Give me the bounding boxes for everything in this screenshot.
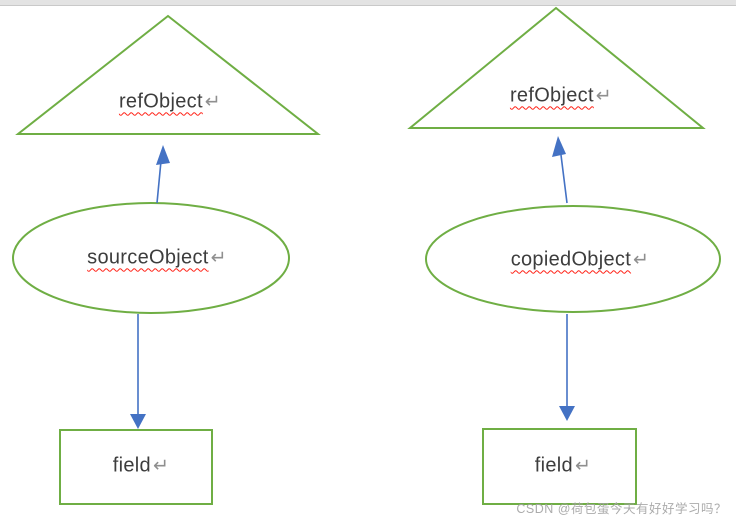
right-rect-label-text: field [534,454,573,477]
right-field-rectangle [482,428,637,505]
document-top-edge [0,0,736,6]
right-down-arrow-head [559,406,575,421]
line-break-mark-icon: ↵ [633,249,650,271]
right-ellipse-label: copiedObject↵ [511,249,650,272]
right-up-arrow-line [560,154,568,204]
line-break-mark-icon: ↵ [595,85,613,107]
left-rect-label: field↵ [113,455,169,478]
left-triangle-label-text: refObject [118,90,203,113]
right-up-arrow-head [552,136,566,157]
right-triangle-label-text: refObject [509,84,594,107]
left-up-arrow-line [156,160,162,204]
right-copiedobject-ellipse [425,205,721,313]
left-refobject-triangle [15,14,321,135]
left-up-arrow-head [156,145,170,165]
left-triangle-label: refObject↵ [119,91,221,114]
line-break-mark-icon: ↵ [210,247,227,269]
left-down-arrow-head [130,414,146,429]
line-break-mark-icon: ↵ [204,91,222,113]
right-rect-label: field↵ [535,455,591,478]
right-triangle-label: refObject↵ [510,85,612,108]
left-ellipse-label: sourceObject↵ [87,247,227,270]
line-break-mark-icon: ↵ [152,455,170,477]
line-break-mark-icon: ↵ [574,455,592,477]
csdn-watermark: CSDN @荷包蛋今天有好好学习吗？ [516,502,727,516]
left-rect-label-text: field [112,454,151,477]
right-refobject-triangle [407,6,706,129]
left-ellipse-label-text: sourceObject [87,246,209,269]
left-field-rectangle [59,429,213,505]
left-sourceobject-ellipse [12,202,290,314]
right-ellipse-label-text: copiedObject [510,248,632,271]
